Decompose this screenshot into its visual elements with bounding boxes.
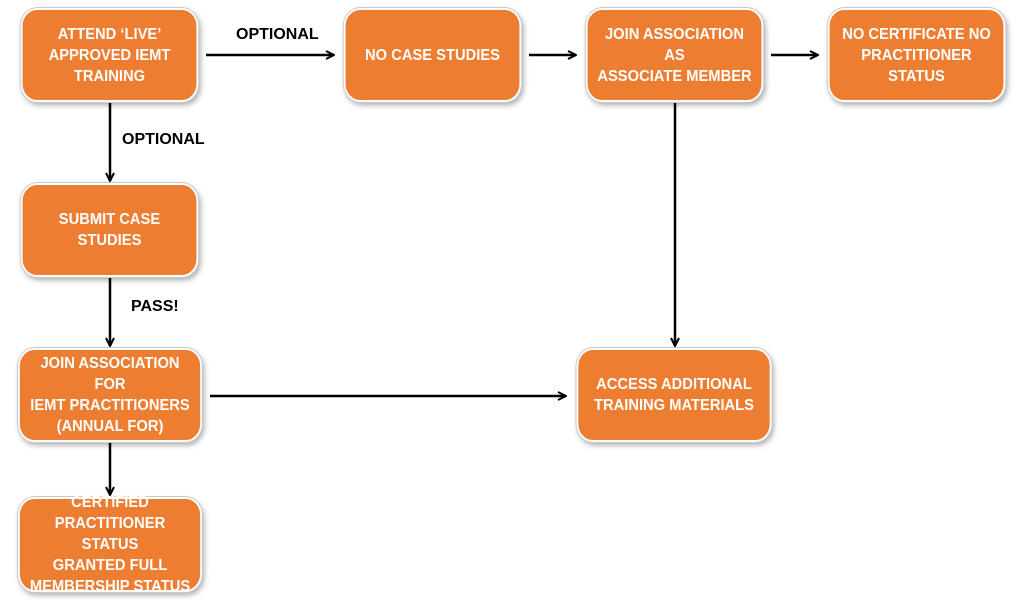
node-no-certificate: NO CERTIFICATE NO PRACTITIONER STATUS: [827, 8, 1006, 102]
node-submit-case-studies: SUBMIT CASE STUDIES: [20, 183, 199, 277]
node-access-materials: ACCESS ADDITIONAL TRAINING MATERIALS: [576, 348, 772, 442]
node-join-practitioners: JOIN ASSOCIATION FOR IEMT PRACTITIONERS …: [18, 348, 202, 442]
node-attend-training: ATTEND ‘LIVE’ APPROVED IEMT TRAINING: [20, 8, 199, 102]
edge-label-pass: PASS!: [131, 298, 179, 315]
edge-label-optional-right: OPTIONAL: [236, 26, 319, 43]
edge-label-optional-down: OPTIONAL: [122, 131, 205, 148]
node-join-associate-member: JOIN ASSOCIATION AS ASSOCIATE MEMBER: [585, 8, 764, 102]
node-certified-status: CERTIFIED PRACTITIONER STATUS GRANTED FU…: [18, 494, 202, 595]
node-no-case-studies: NO CASE STUDIES: [343, 8, 522, 102]
